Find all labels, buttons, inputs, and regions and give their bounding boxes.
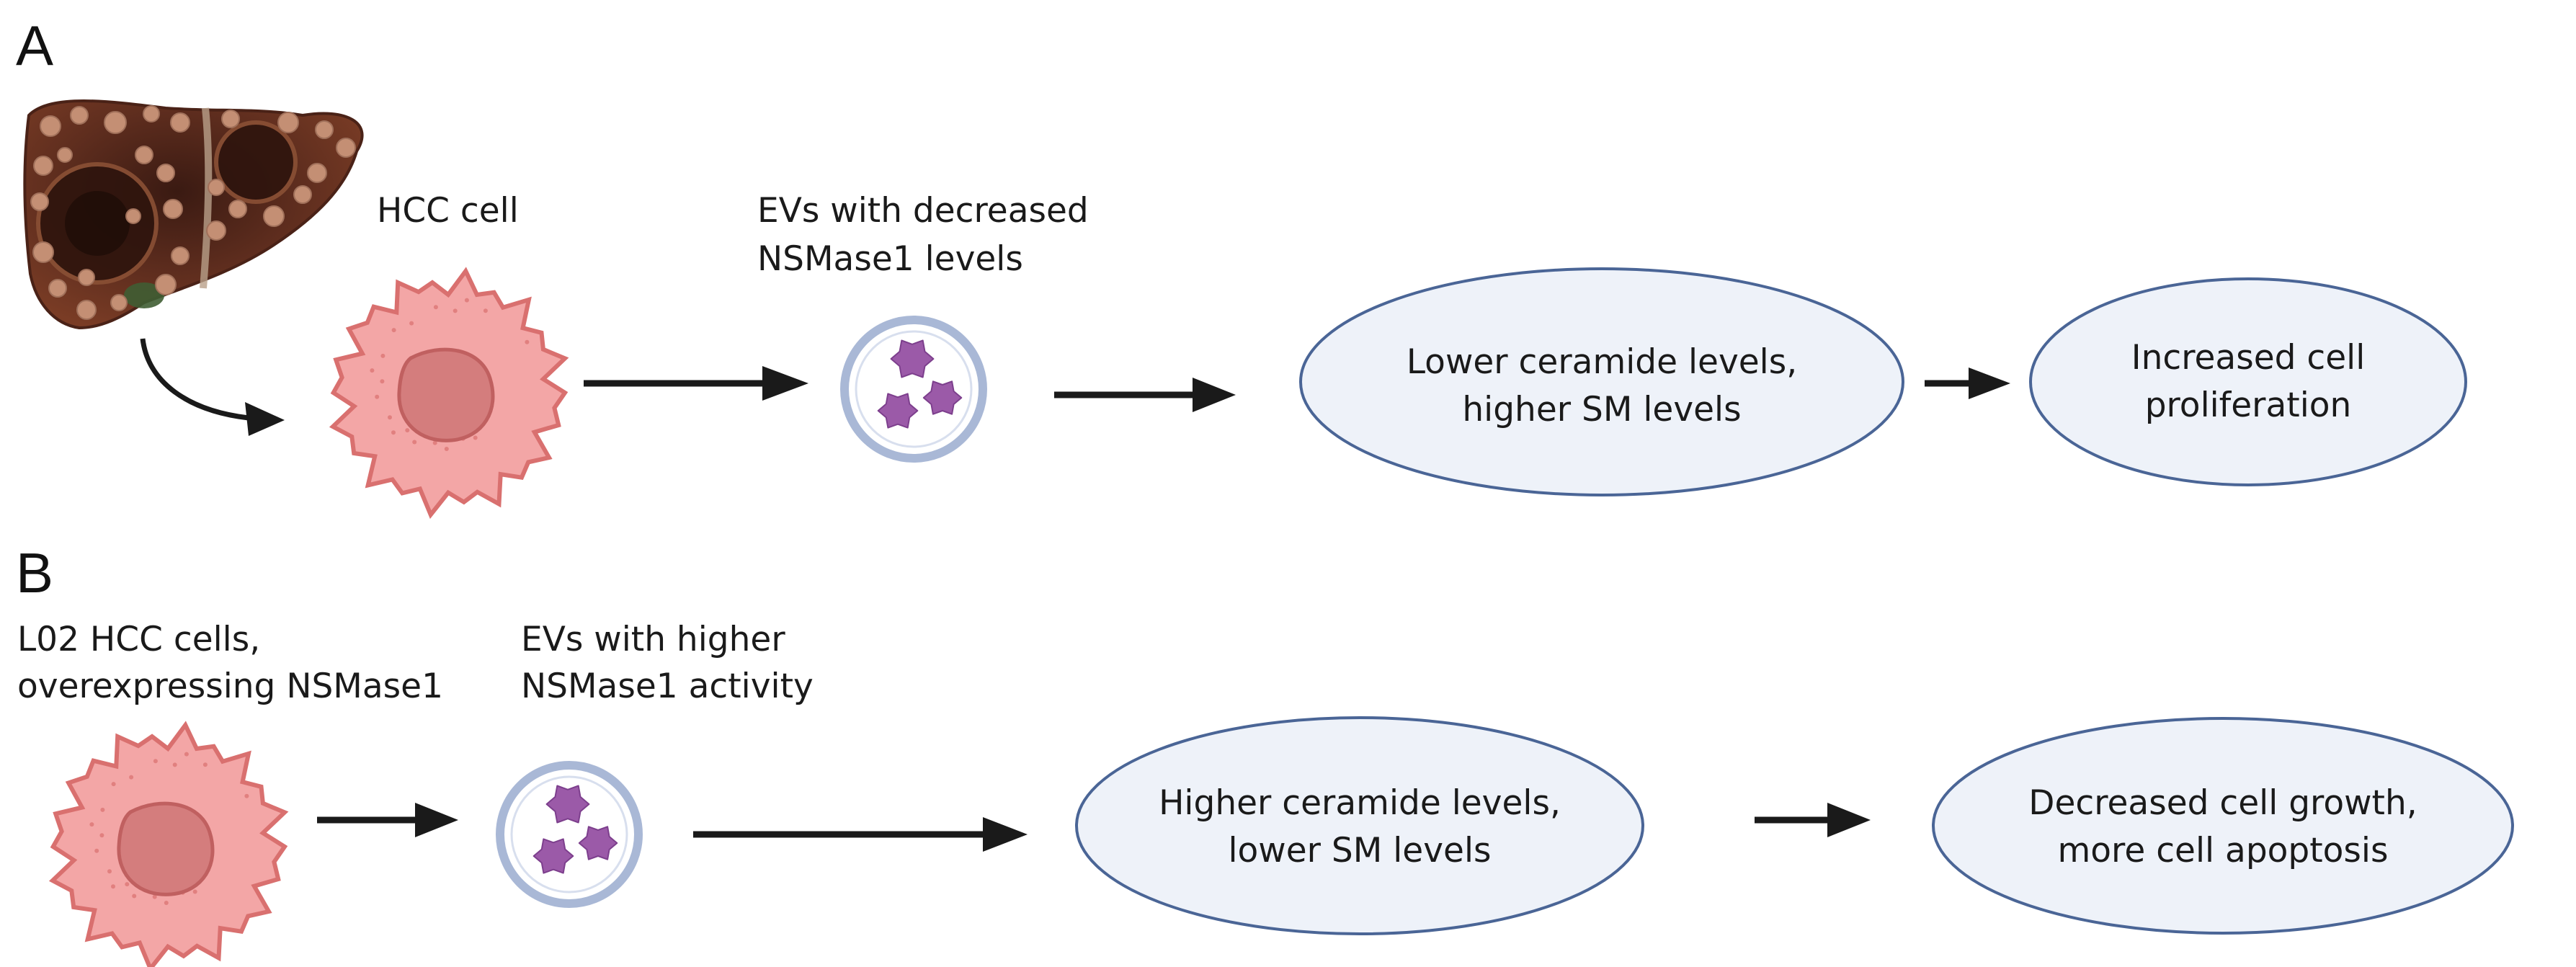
oval-proliferation-a: Increased cell proliferation: [2029, 277, 2467, 486]
oval-ceramide-a: Lower ceramide levels, higher SM levels: [1299, 267, 1904, 496]
hcc-cell-label: HCC cell: [377, 191, 519, 231]
arrow-ev-to-oval-a: [1054, 378, 1236, 412]
ev-membrane: [840, 316, 987, 463]
oval-ceramide-b: Higher ceramide levels, lower SM levels: [1075, 716, 1644, 935]
ev-b-label-line2: NSMase1 activity: [521, 667, 814, 706]
oval-apoptosis-b-line2: more cell apoptosis: [2058, 831, 2389, 870]
arrow-cell-to-ev-a: [584, 366, 808, 401]
oval-apoptosis-b: Decreased cell growth, more cell apoptos…: [1932, 717, 2514, 935]
cells-b-label-line1: L02 HCC cells,: [17, 620, 260, 659]
oval-apoptosis-b-line1: Decreased cell growth,: [2028, 783, 2417, 823]
ev-cargo-1: [890, 339, 935, 378]
extracellular-vesicle-icon: [840, 316, 987, 463]
ev-cargo-3: [922, 380, 963, 415]
arrow-ev-to-oval-b: [693, 817, 1028, 852]
oval-ceramide-b-line1: Higher ceramide levels,: [1159, 783, 1561, 823]
cells-b-label-line2: overexpressing NSMase1: [17, 667, 443, 706]
ev-a-label-line1: EVs with decreased: [757, 191, 1089, 231]
panel-a-letter: A: [16, 14, 53, 77]
liver-icon: [23, 99, 364, 330]
liver-to-cell-arrow: [140, 338, 285, 436]
oval-proliferation-a-line2: proliferation: [2145, 386, 2352, 425]
extracellular-vesicle-icon: [496, 761, 643, 908]
ev-cargo-3: [578, 826, 618, 860]
cell-nucleus: [397, 347, 495, 442]
cell-nucleus: [117, 801, 215, 896]
l02-cell-icon: [48, 721, 289, 967]
ev-membrane: [496, 761, 643, 908]
ev-cargo-2: [532, 838, 574, 874]
ev-cargo-1: [545, 785, 590, 824]
hcc-cell-icon: [329, 267, 569, 520]
ev-cargo-2: [877, 393, 919, 429]
arrow-oval-to-oval-a: [1925, 367, 2010, 399]
ev-b-label-line1: EVs with higher: [521, 620, 785, 659]
arrow-oval-to-oval-b: [1755, 803, 1871, 837]
oval-ceramide-a-line2: higher SM levels: [1462, 390, 1741, 429]
ev-a-label-line2: NSMase1 levels: [757, 239, 1023, 279]
panel-b-letter: B: [16, 541, 53, 605]
oval-ceramide-b-line2: lower SM levels: [1228, 831, 1491, 870]
oval-ceramide-a-line1: Lower ceramide levels,: [1407, 342, 1797, 382]
oval-proliferation-a-line1: Increased cell: [2131, 338, 2366, 378]
arrow-cell-to-ev-b: [317, 803, 458, 837]
